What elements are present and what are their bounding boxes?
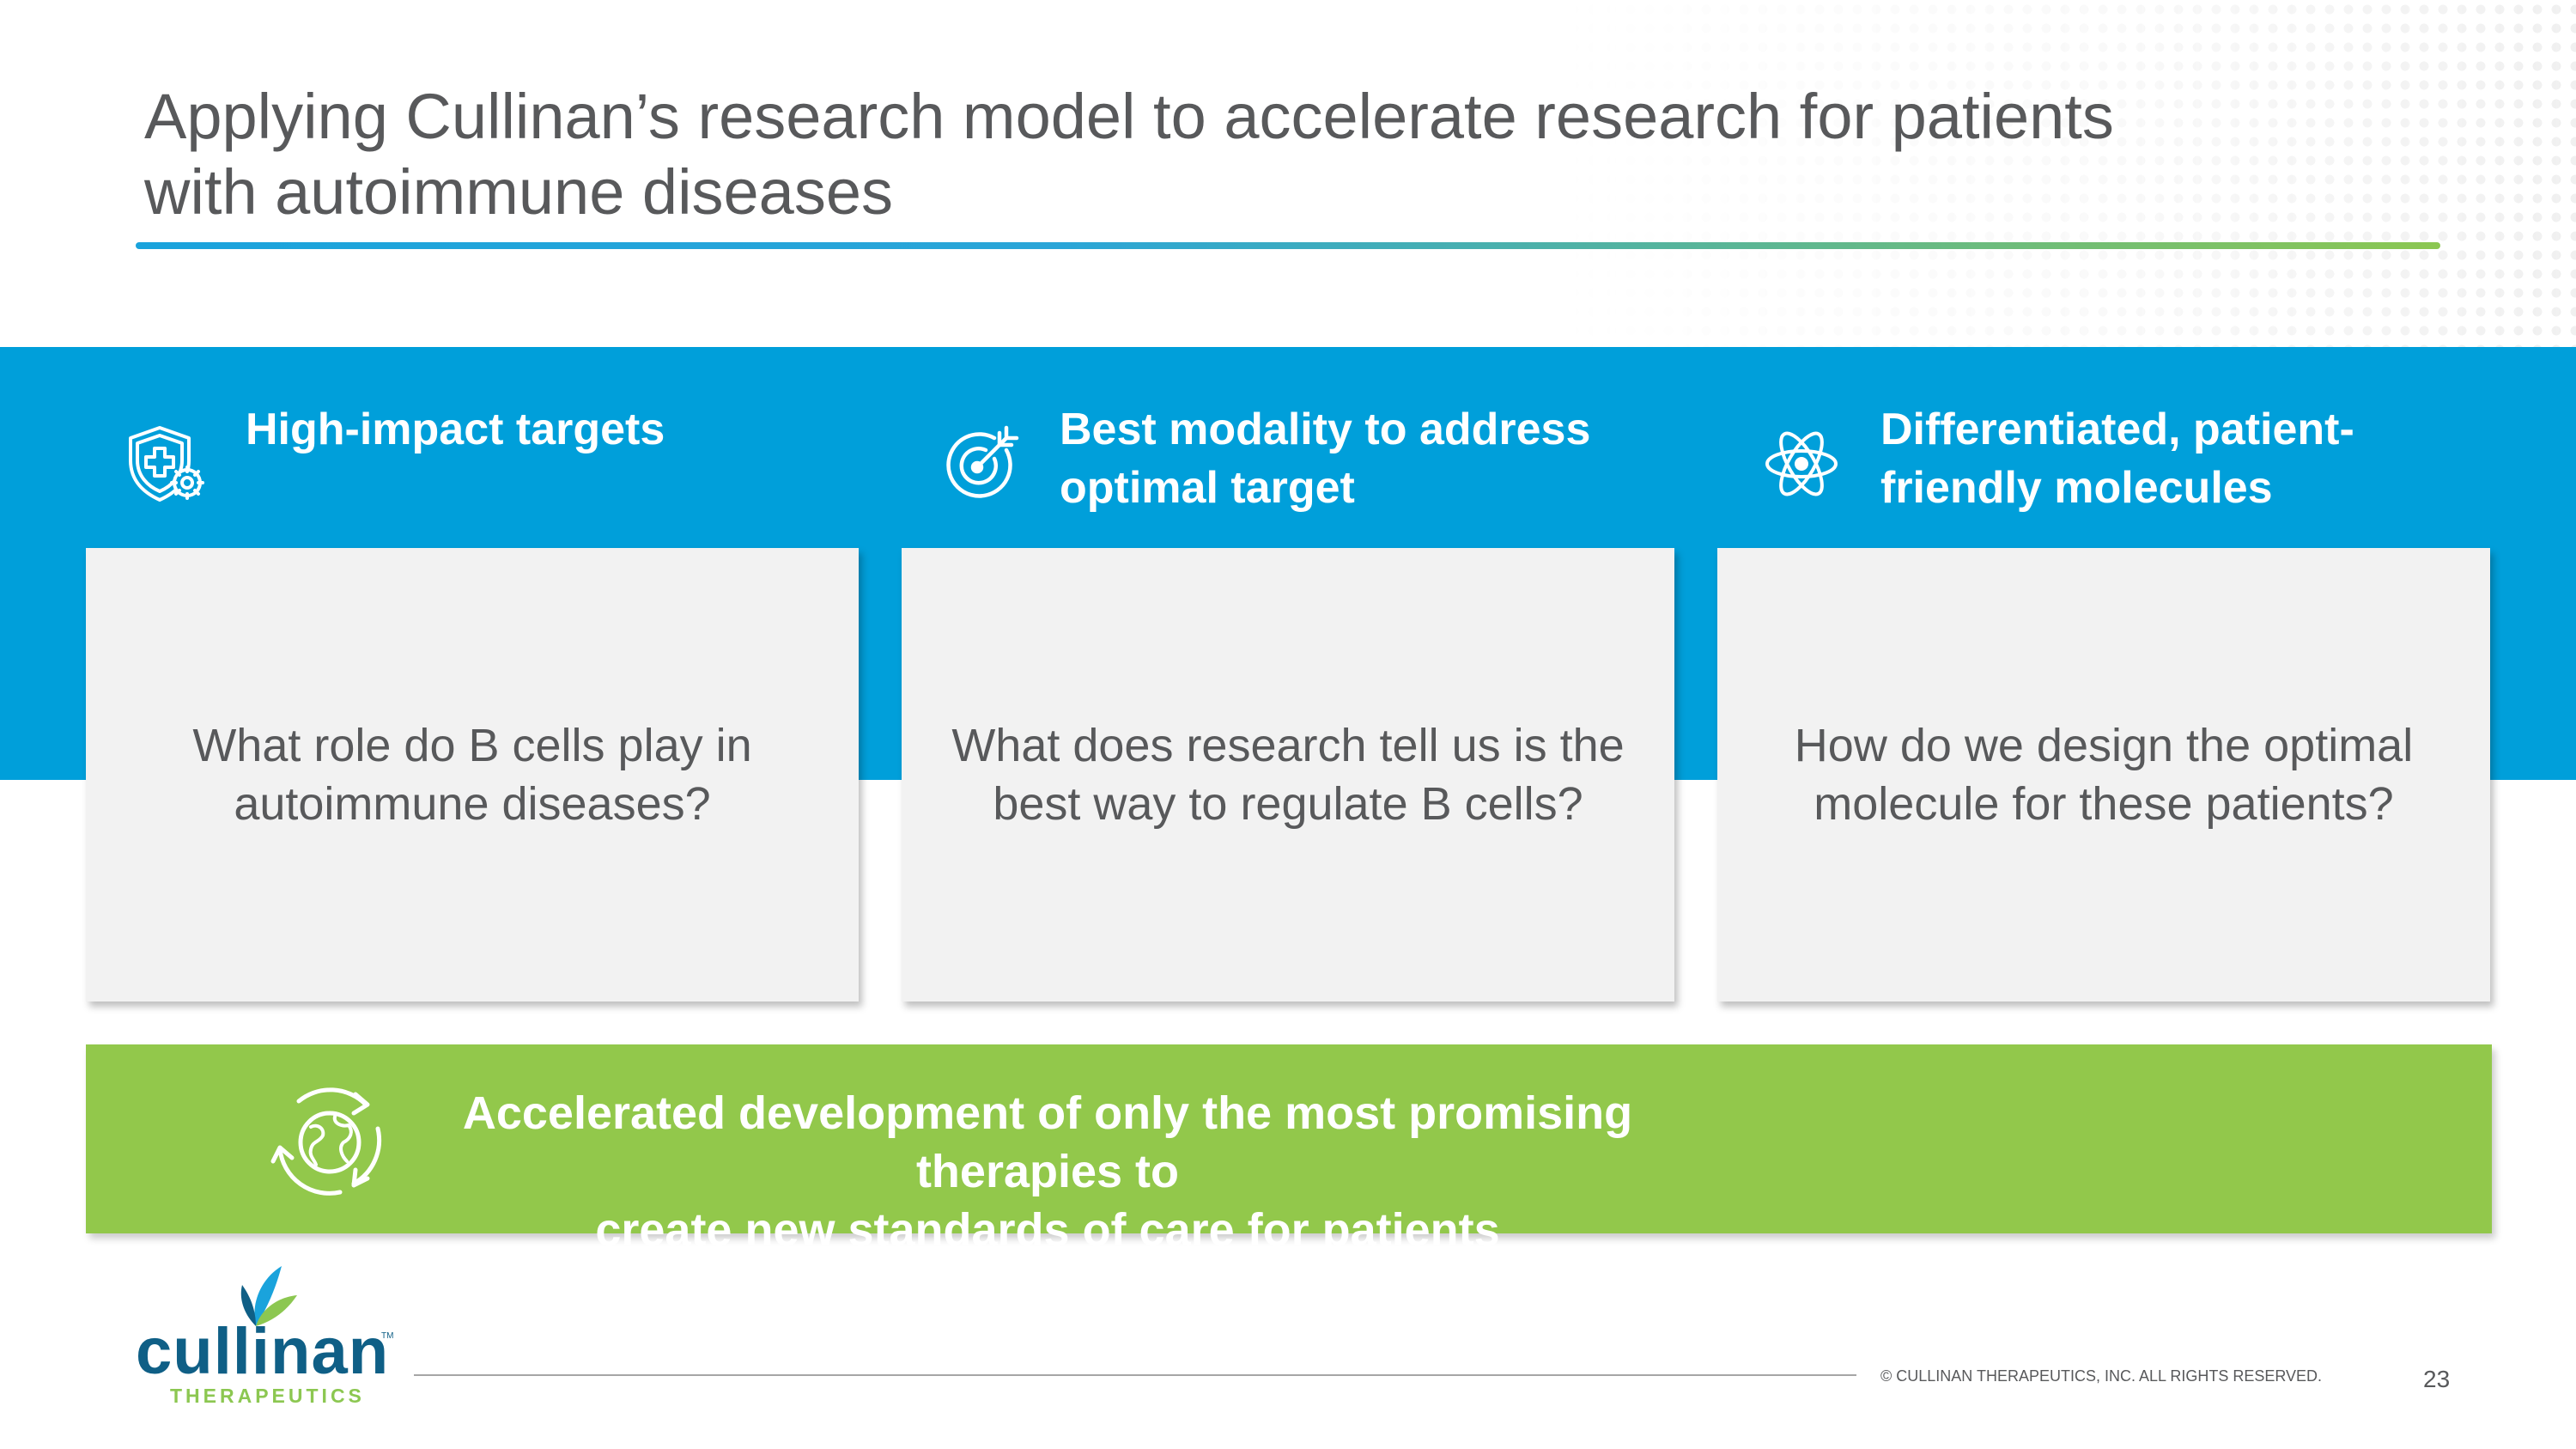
question-text: What role do B cells play in autoimmune … (192, 716, 751, 833)
column-heading-line: Differentiated, patient- (1880, 405, 2354, 454)
column-heading-line: friendly molecules (1880, 463, 2273, 513)
column-heading-high-impact-targets: High-impact targets (124, 400, 847, 507)
logo-leaf-icon (240, 1266, 297, 1326)
column-heading-line: Best modality to address (1060, 405, 1591, 454)
atom-icon (1759, 421, 1844, 507)
summary-line: Accelerated development of only the most… (462, 1087, 1633, 1197)
slide-title: Applying Cullinan’s research model to ac… (144, 79, 2394, 230)
globe-cycle-icon (264, 1075, 393, 1204)
footer-rule (414, 1374, 1856, 1376)
column-heading-line: optimal target (1060, 463, 1355, 513)
question-text: How do we design the optimal molecule fo… (1795, 716, 2413, 833)
logo-trademark: TM (381, 1331, 394, 1341)
column-heading-line: High-impact targets (246, 405, 665, 454)
question-card-1: What role do B cells play in autoimmune … (86, 548, 859, 1002)
logo-wordmark: cullinan (136, 1315, 390, 1388)
question-line: What does research tell us is the (951, 720, 1625, 771)
slide-title-line-2: with autoimmune diseases (144, 156, 893, 228)
question-line: molecule for these patients? (1814, 778, 2394, 830)
question-line: best way to regulate B cells? (993, 778, 1583, 830)
decorative-dot-pattern (1546, 0, 2576, 352)
summary-line: create new standards of care for patient… (595, 1204, 1500, 1256)
copyright-notice: © CULLINAN THERAPEUTICS, INC. ALL RIGHTS… (1880, 1367, 2323, 1385)
question-line: autoimmune diseases? (234, 778, 711, 830)
title-gradient-rule (136, 242, 2440, 249)
summary-text: Accelerated development of only the most… (361, 1084, 1735, 1259)
logo-subtitle: THERAPEUTICS (170, 1385, 365, 1407)
question-card-3: How do we design the optimal molecule fo… (1717, 548, 2490, 1002)
question-line: What role do B cells play in (192, 720, 752, 771)
target-icon (938, 421, 1024, 507)
column-heading-text: Differentiated, patient- friendly molecu… (1880, 400, 2482, 517)
question-line: How do we design the optimal (1794, 720, 2414, 771)
column-heading-best-modality: Best modality to address optimal target (938, 400, 1661, 517)
column-heading-text: Best modality to address optimal target (1060, 400, 1661, 517)
shield-medical-icon (124, 421, 210, 507)
slide-title-line-1: Applying Cullinan’s research model to ac… (144, 81, 2114, 152)
column-heading-text: High-impact targets (246, 400, 847, 459)
cullinan-logo: cullinan TM THERAPEUTICS (136, 1263, 394, 1407)
question-card-2: What does research tell us is the best w… (902, 548, 1674, 1002)
summary-banner: Accelerated development of only the most… (86, 1044, 2492, 1256)
page-number: 23 (2423, 1366, 2451, 1392)
column-heading-differentiated-molecules: Differentiated, patient- friendly molecu… (1759, 400, 2482, 517)
question-text: What does research tell us is the best w… (951, 716, 1624, 833)
